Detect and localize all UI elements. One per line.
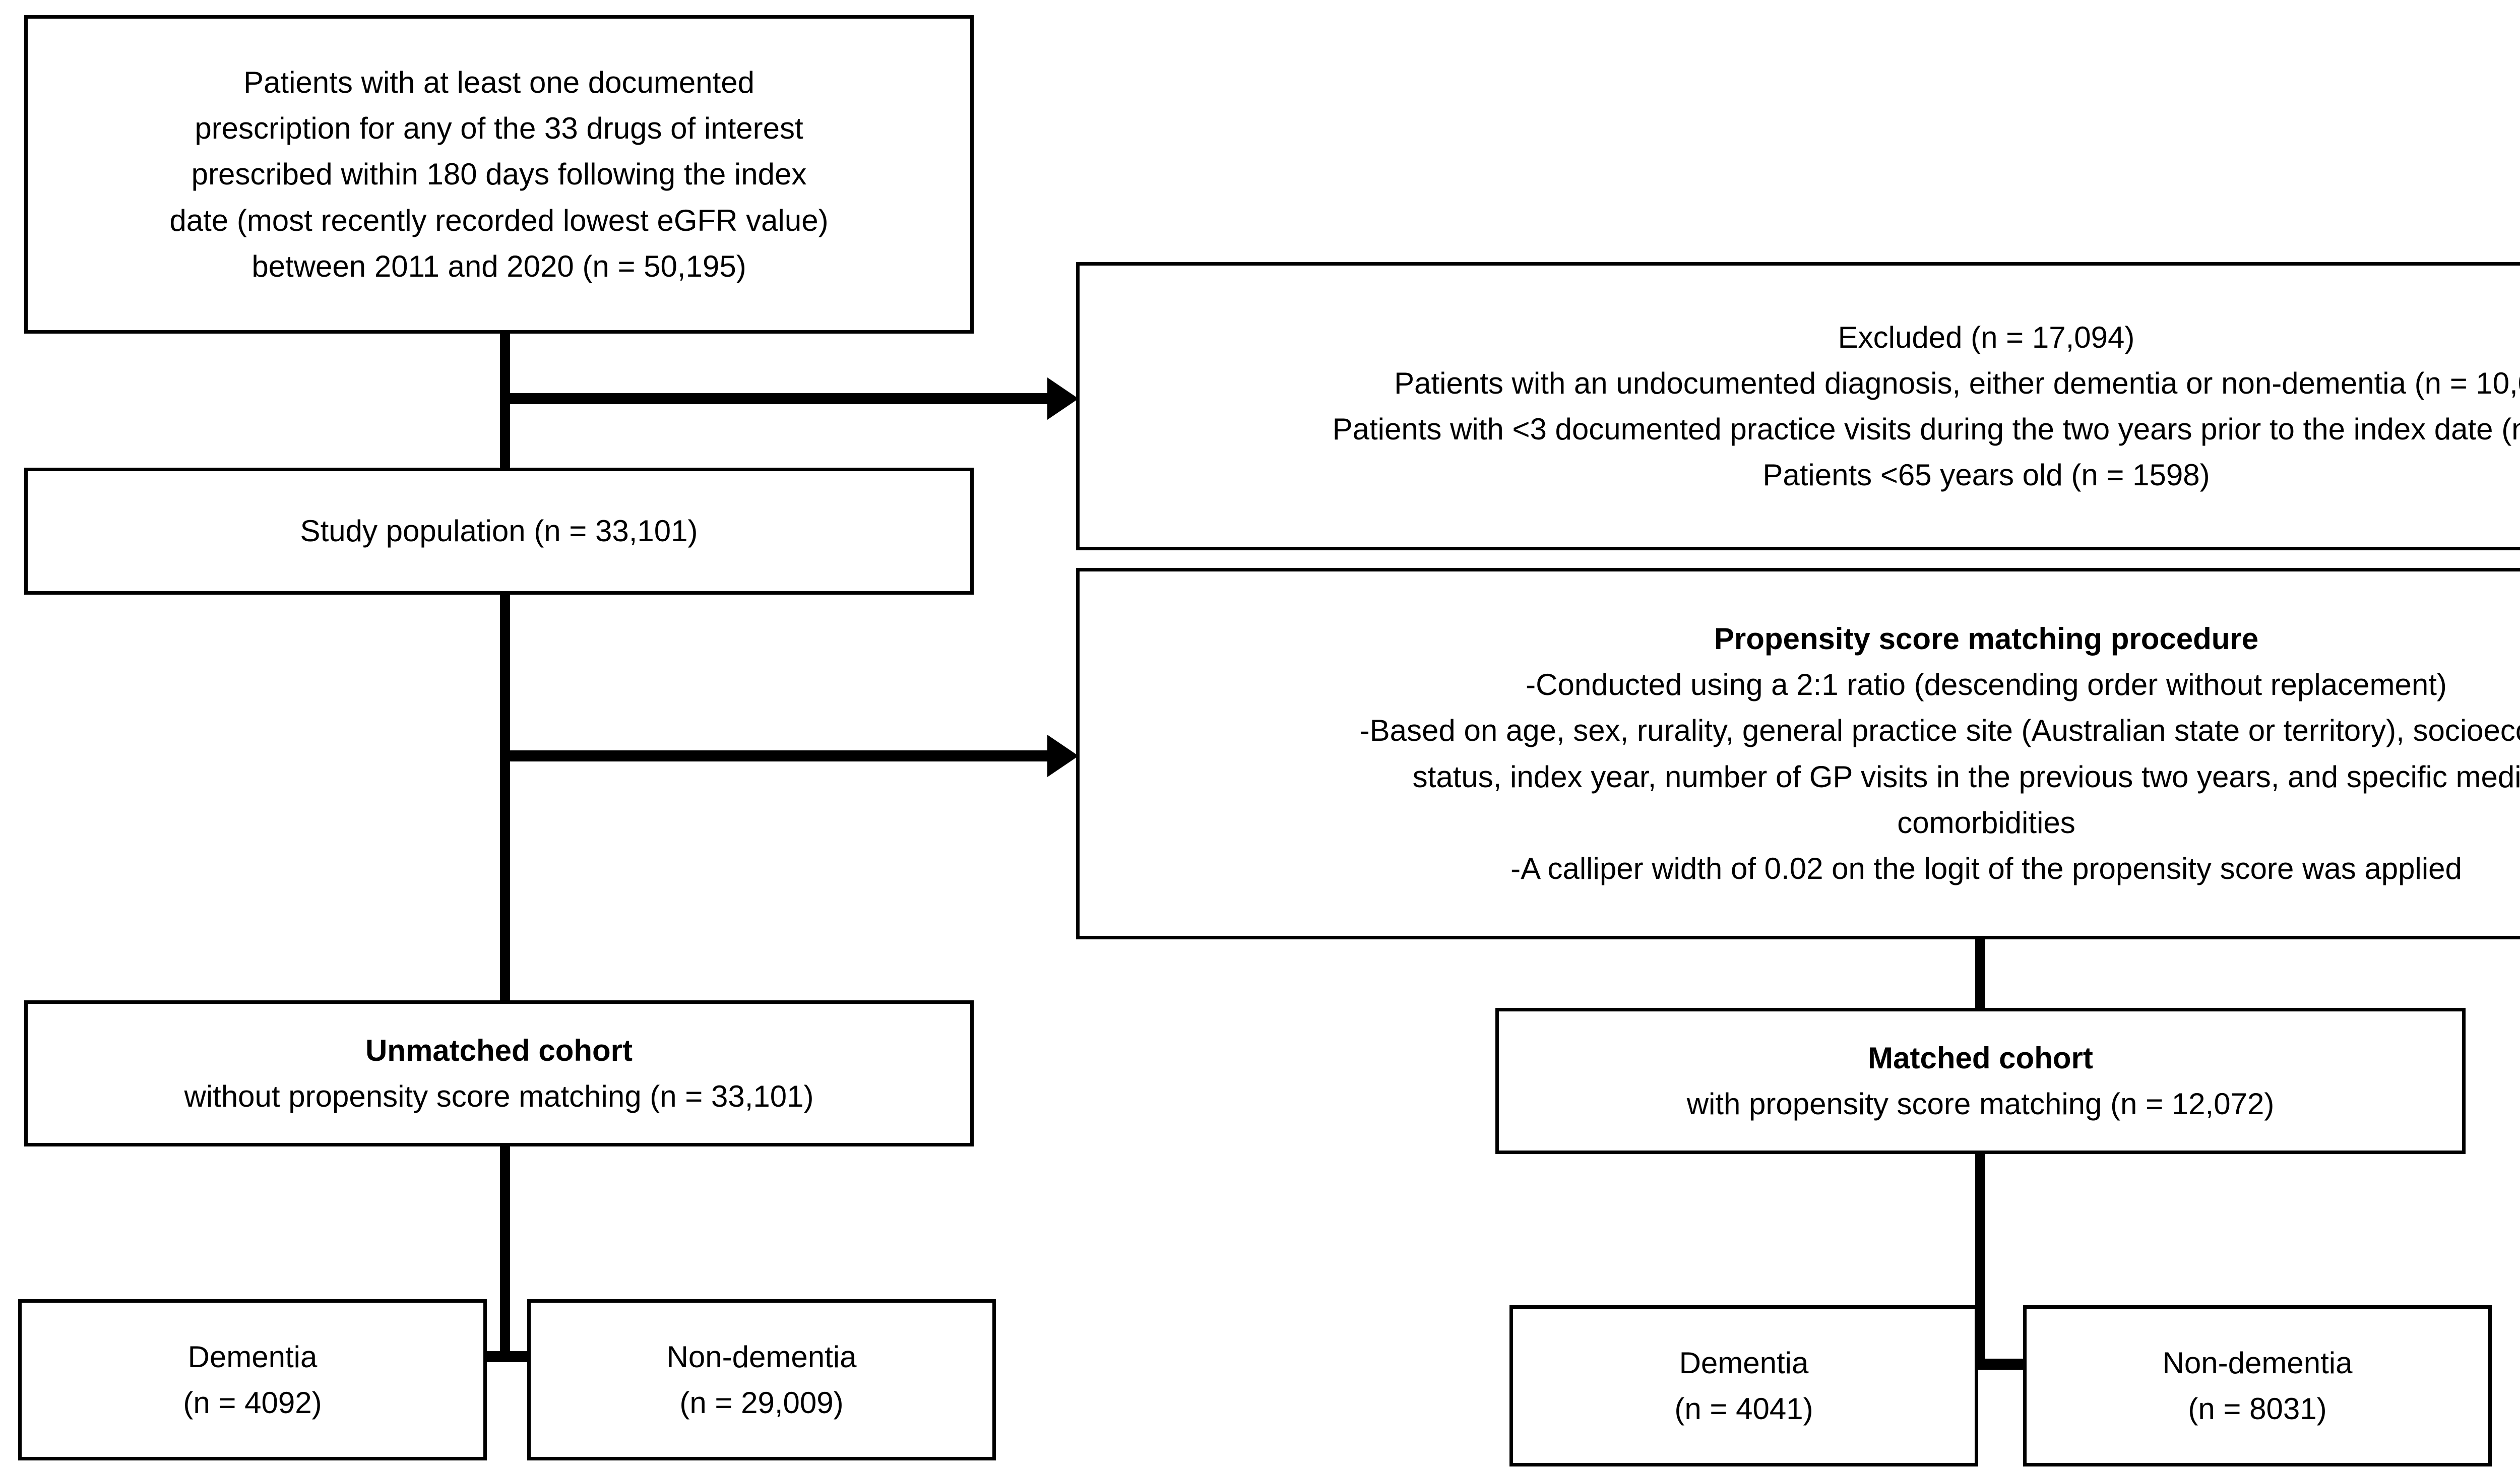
node-matched-non-dementia: Non-dementia (n = 8031) [2023, 1305, 2492, 1466]
unmatched-dementia-label: Dementia [187, 1339, 318, 1374]
matched-dementia-count: (n = 4041) [1674, 1392, 1813, 1426]
excluded-line-2: Patients with an undocumented diagnosis,… [1394, 366, 2520, 400]
psm-line-5: -A calliper width of 0.02 on the logit o… [1510, 851, 2462, 885]
connector-to-excluded-line [505, 393, 1049, 404]
connector-psm-to-matched [1975, 939, 1985, 1008]
psm-line-3: status, index year, number of GP visits … [1412, 759, 2520, 794]
matched-non-dementia-count: (n = 8031) [2188, 1392, 2327, 1426]
unmatched-non-dementia-label: Non-dementia [666, 1339, 857, 1374]
psm-line-4: comorbidities [1897, 805, 2075, 840]
node-propensity-score-matching: Propensity score matching procedure -Con… [1076, 568, 2520, 939]
study-population-label: Study population (n = 33,101) [300, 514, 698, 548]
psm-line-2: -Based on age, sex, rurality, general pr… [1359, 714, 2520, 748]
source-line-4: date (most recently recorded lowest eGFR… [169, 203, 829, 237]
arrow-head-to-psm-icon [1047, 735, 1079, 777]
node-matched-cohort: Matched cohort with propensity score mat… [1495, 1008, 2466, 1154]
unmatched-cohort-subtitle: without propensity score matching (n = 3… [184, 1079, 814, 1113]
connector-to-psm-line [505, 750, 1049, 761]
excluded-line-3: Patients with <3 documented practice vis… [1332, 412, 2520, 446]
unmatched-non-dementia-count: (n = 29,009) [679, 1386, 844, 1420]
node-unmatched-cohort: Unmatched cohort without propensity scor… [24, 1000, 974, 1146]
matched-dementia-label: Dementia [1679, 1346, 1809, 1380]
matched-cohort-heading: Matched cohort [1868, 1041, 2093, 1075]
arrow-head-to-excluded-icon [1047, 377, 1079, 420]
matched-cohort-subtitle: with propensity score matching (n = 12,0… [1686, 1087, 2275, 1121]
source-line-2: prescription for any of the 33 drugs of … [195, 111, 803, 146]
node-unmatched-dementia: Dementia (n = 4092) [18, 1299, 487, 1460]
excluded-line-4: Patients <65 years old (n = 1598) [1762, 458, 2210, 492]
node-excluded: Excluded (n = 17,094) Patients with an u… [1076, 262, 2520, 550]
source-line-1: Patients with at least one documented [243, 66, 754, 100]
connector-unmatched-fork-stem [500, 1146, 510, 1351]
node-matched-dementia: Dementia (n = 4041) [1509, 1305, 1978, 1466]
psm-line-1: -Conducted using a 2:1 ratio (descending… [1526, 668, 2447, 702]
node-source-population: Patients with at least one documented pr… [24, 15, 974, 334]
source-line-5: between 2011 and 2020 (n = 50,195) [251, 249, 746, 283]
node-study-population: Study population (n = 33,101) [24, 468, 974, 595]
matched-non-dementia-label: Non-dementia [2162, 1346, 2353, 1380]
source-line-3: prescribed within 180 days following the… [191, 157, 807, 192]
unmatched-dementia-count: (n = 4092) [183, 1386, 322, 1420]
psm-heading: Propensity score matching procedure [1714, 621, 2259, 656]
excluded-line-1: Excluded (n = 17,094) [1838, 320, 2135, 354]
node-unmatched-non-dementia: Non-dementia (n = 29,009) [527, 1299, 996, 1460]
unmatched-cohort-heading: Unmatched cohort [365, 1033, 633, 1067]
